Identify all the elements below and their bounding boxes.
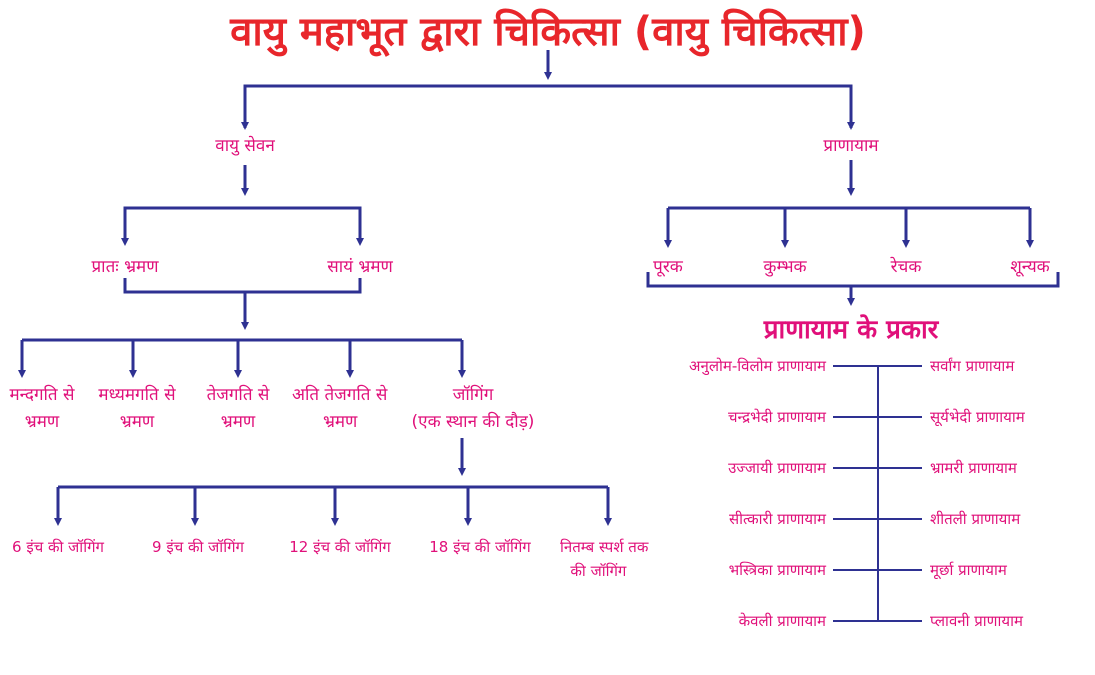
- type-right: शीतली प्राणायाम: [930, 510, 1021, 528]
- branch-main: [243, 84, 853, 128]
- types-heading: प्राणायाम के प्रकार: [763, 315, 939, 345]
- vayu-sevan-label: वायु सेवन: [215, 136, 275, 156]
- evening-walk-label: सायं भ्रमण: [327, 257, 393, 277]
- pranayam-label: प्राणायाम: [823, 136, 879, 156]
- type-left: सीत्कारी प्राणायाम: [729, 510, 826, 528]
- speed-item: मध्यमगति सेभ्रमण: [98, 385, 176, 433]
- speed-item: मन्दगति सेभ्रमण: [9, 385, 75, 433]
- page-title: वायु महाभूत द्वारा चिकित्सा (वायु चिकित्…: [230, 9, 866, 55]
- type-right: मूर्छा प्राणायाम: [930, 561, 1007, 579]
- type-left: चन्द्रभेदी प्राणायाम: [728, 408, 826, 426]
- jogging-item: 6 इंच की जॉगिंग: [12, 538, 104, 556]
- jogging-item: 12 इंच की जॉगिंग: [289, 538, 391, 556]
- part-purak: पूरक: [653, 257, 683, 277]
- type-left: उज्जायी प्राणायाम: [728, 459, 826, 477]
- part-kumbhak: कुम्भक: [763, 257, 807, 277]
- speed-item-jogging: जॉगिंग(एक स्थान की दौड़): [411, 385, 535, 433]
- type-left: अनुलोम-विलोम प्राणायाम: [689, 357, 826, 375]
- type-left: केवली प्राणायाम: [738, 612, 826, 630]
- type-right: प्लावनी प्राणायाम: [930, 612, 1023, 630]
- morning-walk-label: प्रातः भ्रमण: [91, 257, 159, 277]
- speed-item: अति तेजगति सेभ्रमण: [292, 385, 388, 433]
- jogging-item: 9 इंच की जॉगिंग: [152, 538, 244, 556]
- jogging-item: 18 इंच की जॉगिंग: [429, 538, 531, 556]
- part-shunyak: शून्यक: [1010, 257, 1050, 277]
- type-left: भस्त्रिका प्राणायाम: [728, 561, 826, 579]
- type-right: भ्रामरी प्राणायाम: [930, 459, 1017, 477]
- part-rechak: रेचक: [890, 257, 922, 277]
- speed-item: तेजगति सेभ्रमण: [206, 385, 270, 433]
- type-right: सर्वांग प्राणायाम: [930, 357, 1015, 375]
- type-right: सूर्यभेदी प्राणायाम: [930, 408, 1025, 426]
